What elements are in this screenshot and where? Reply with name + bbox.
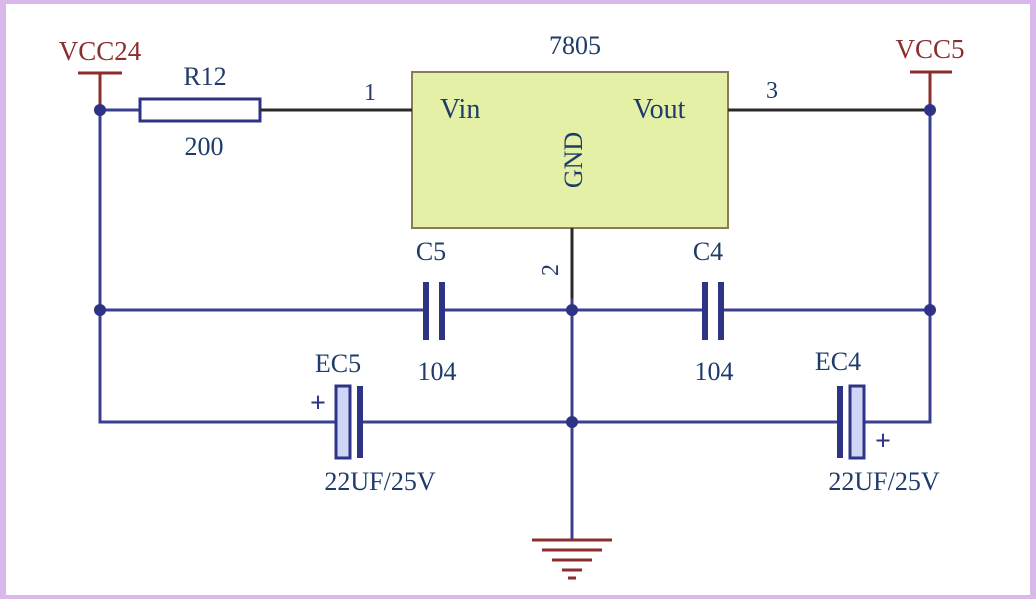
regulator-pin-gnd-label: GND: [559, 132, 588, 188]
regulator-7805-body: [411, 71, 729, 229]
electrolytic-ec4-plus-mark: +: [875, 426, 891, 457]
resistor-r12-ref: R12: [183, 62, 226, 91]
regulator-pin-vin-label: Vin: [440, 94, 480, 125]
capacitor-c4-ref: C4: [693, 237, 723, 266]
electrolytic-ec4-value: 22UF/25V: [828, 467, 939, 496]
junction-gnd-mid: [566, 304, 578, 316]
electrolytic-ec5-plate-positive: [334, 384, 352, 460]
resistor-r12-value: 200: [185, 132, 224, 161]
vcc5-label: VCC5: [895, 34, 964, 64]
junction-left-mid: [94, 304, 106, 316]
electrolytic-ec5-ref: EC5: [315, 349, 361, 378]
pin-1-number: 1: [364, 80, 376, 106]
regulator-part-label: 7805: [549, 31, 601, 60]
vcc24-label: VCC24: [59, 36, 142, 66]
capacitor-c5-value: 104: [418, 357, 457, 386]
junction-vcc24: [94, 104, 106, 116]
pin-2-number: 2: [538, 264, 564, 276]
junction-right-mid: [924, 304, 936, 316]
junction-gnd-bottom: [566, 416, 578, 428]
regulator-pin-vout-label: Vout: [633, 94, 686, 125]
electrolytic-ec5-plus-mark: +: [310, 388, 326, 419]
electrolytic-ec4-ref: EC4: [815, 347, 861, 376]
electrolytic-ec5-value: 22UF/25V: [324, 467, 435, 496]
pin-3-number: 3: [766, 78, 778, 104]
resistor-r12-body: [138, 97, 262, 123]
electrolytic-ec4-plate-positive: [848, 384, 866, 460]
capacitor-c5-ref: C5: [416, 237, 446, 266]
capacitor-c4-value: 104: [695, 357, 734, 386]
junction-vcc5: [924, 104, 936, 116]
